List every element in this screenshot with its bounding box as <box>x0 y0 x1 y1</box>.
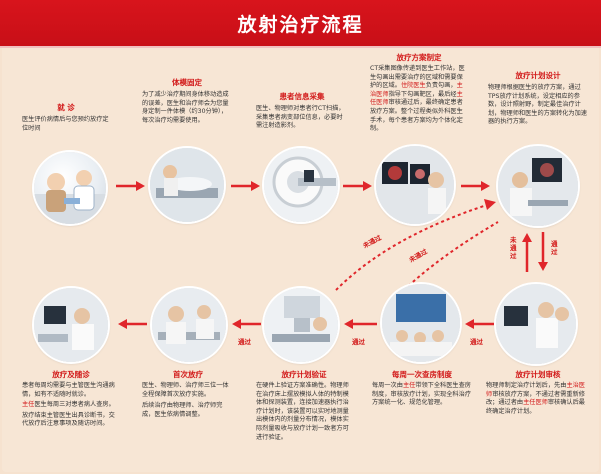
step-follow-up: 放疗及随诊 患者每周均需要与主管医生沟通病情，如有不适随时就诊。 主任医生每周三… <box>22 370 120 429</box>
step-plan-calc: 放疗计划设计 物理师根据医生的放疗方案，通过TPS放疗计划系统，设定相应的参数，… <box>488 71 588 127</box>
arrow-up-review <box>522 233 532 272</box>
arrow-left-1 <box>118 319 147 329</box>
step-weekly-round-desc: 每周一次由主任带领下全科医生查房制度，审核放疗计划，实现全科治疗方案统一化、规范… <box>372 382 471 407</box>
step-ct-scan: 患者信息采集 医生、物理师对患者行CT扫描，采集患者病变部位信息，必要时需注射造… <box>256 92 348 131</box>
step-ct-scan-title: 患者信息采集 <box>279 92 325 101</box>
step-plan-design: 放疗方案制定 CT采集图像传递到医生工作站，医生勾画出需要治疗的区域和需要保护的… <box>370 53 468 134</box>
step-verification: 放疗计划验证 在硬件上验证方案准确性。物理师在治疗床上摆放模拟人体的特制模体和探… <box>256 370 352 442</box>
step-first-treatment: 首次放疗 医生、物理师、治疗师三位一体全程保障首次放疗实施。 后续治疗由物理师、… <box>142 370 234 419</box>
step-positioning: 体模固定 为了减少治疗期间身体移动造成的误差，医生和治疗师会为您量身定制一件体模… <box>142 78 232 125</box>
step-follow-up-desc: 患者每周均需要与主管医生沟通病情，如有不适随时就诊。 主任医生每周三对患者病人查… <box>22 382 115 428</box>
label-fail-side: 未通过 <box>510 236 517 260</box>
step-plan-calc-title: 放疗计划设计 <box>515 71 561 80</box>
label-pass-2: 通过 <box>238 338 251 346</box>
step-ct-scan-desc: 医生、物理师对患者行CT扫描，采集患者病变部位信息，必要时需注射造影剂。 <box>256 105 345 130</box>
arrow-right-3 <box>343 181 372 191</box>
arrow-left-4 <box>465 319 494 329</box>
step-consult-desc: 医生评价病情后与您预约放疗定位时间 <box>22 116 109 132</box>
step-weekly-round: 每周一次查房制度 每周一次由主任带领下全科医生查房制度，审核放疗计划，实现全科治… <box>372 370 472 408</box>
step-plan-review-desc: 物理师制定治疗计划后，先由主治医师审核放疗方案，不通过者需重新修改；通过者由主任… <box>486 382 585 415</box>
positioning-photo <box>150 148 224 222</box>
page-title: 放射治疗流程 <box>237 14 364 36</box>
plan-review-photo <box>496 284 576 364</box>
step-consult-title: 就 诊 <box>57 103 75 112</box>
arrow-right-4 <box>461 181 490 191</box>
first-treatment-photo <box>152 288 226 362</box>
label-pass-side: 通过 <box>551 240 558 256</box>
step-positioning-title: 体模固定 <box>172 78 202 87</box>
step-plan-design-title: 放疗方案制定 <box>396 53 442 62</box>
page-header: 放射治疗流程 <box>0 0 601 48</box>
step-positioning-desc: 为了减少治疗期间身体移动造成的误差，医生和治疗师会为您量身定制一件体模（约30分… <box>142 91 229 124</box>
plan-design-photo <box>376 146 454 224</box>
plan-calc-photo <box>498 146 578 226</box>
arrow-left-2 <box>232 319 261 329</box>
step-verification-desc: 在硬件上验证方案准确性。物理师在治疗床上摆放模拟人体的特制模体和探测装置，连接加… <box>256 382 349 441</box>
verification-photo <box>264 288 338 362</box>
step-weekly-round-title: 每周一次查房制度 <box>392 370 452 379</box>
consult-photo <box>34 152 106 224</box>
follow-up-photo <box>34 288 108 362</box>
step-plan-design-desc: CT采集图像传递到医生工作站，医生勾画出需要治疗的区域和需要保护的区域。住院医生… <box>370 65 465 133</box>
step-consult: 就 诊 医生评价病情后与您预约放疗定位时间 <box>22 103 110 133</box>
arrow-down-review <box>538 232 548 271</box>
arrow-left-3 <box>344 319 377 329</box>
step-follow-up-title: 放疗及随诊 <box>52 370 90 379</box>
label-pass-3: 通过 <box>352 338 365 346</box>
weekly-round-photo <box>382 284 460 362</box>
step-plan-review: 放疗计划审核 物理师制定治疗计划后，先由主治医师审核放疗方案，不通过者需重新修改… <box>486 370 590 416</box>
arrow-right-2 <box>231 181 260 191</box>
step-first-treatment-desc: 医生、物理师、治疗师三位一体全程保障首次放疗实施。 后续治疗由物理师、治疗师完成… <box>142 382 229 418</box>
ct-scan-photo <box>264 148 338 222</box>
step-verification-title: 放疗计划验证 <box>281 370 327 379</box>
arrow-right-1 <box>116 181 145 191</box>
step-plan-calc-desc: 物理师根据医生的放疗方案，通过TPS放疗计划系统，设定相应的参数，设计照射野，制… <box>488 84 587 126</box>
step-first-treatment-title: 首次放疗 <box>173 370 203 379</box>
arrow-diagonal-dashed <box>335 199 499 291</box>
label-pass-1: 通过 <box>470 338 483 346</box>
step-plan-review-title: 放疗计划审核 <box>515 370 561 379</box>
